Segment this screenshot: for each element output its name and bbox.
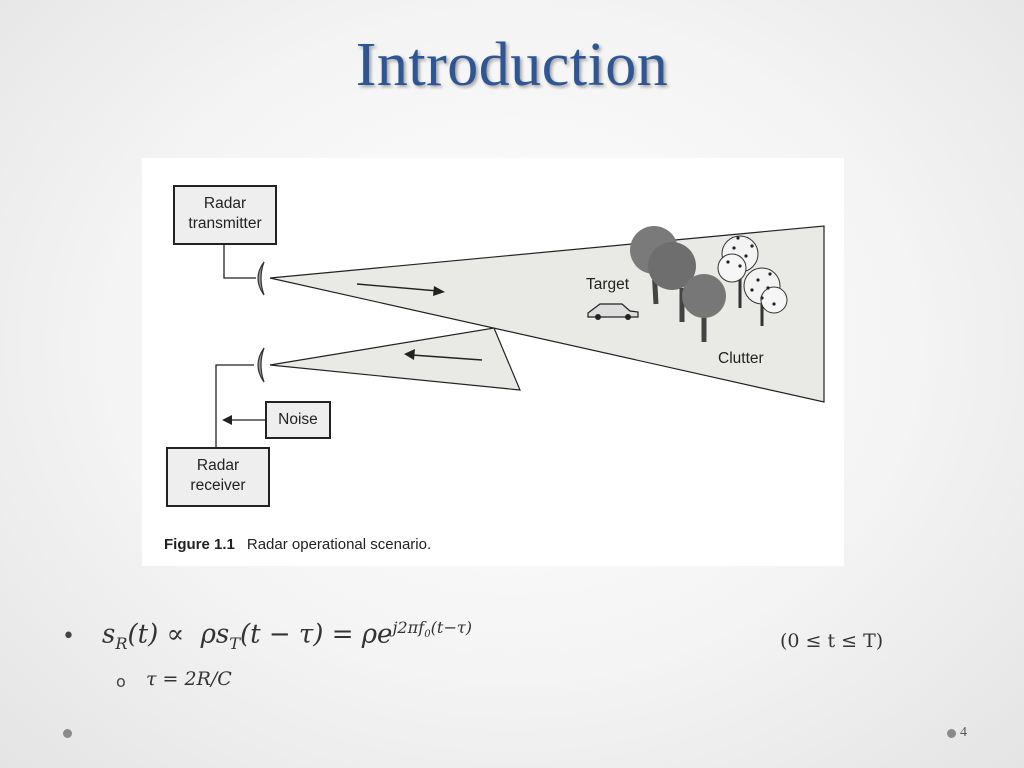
- radar-transmitter-box: [173, 185, 277, 245]
- noise-label: Noise: [278, 411, 318, 428]
- figure-caption: Figure 1.1 Radar operational scenario.: [164, 536, 431, 553]
- slide-title: Introduction: [355, 31, 669, 99]
- radar-receiver-box: [166, 447, 270, 507]
- radar-transmitter-label: Radar transmitter: [188, 195, 262, 232]
- incoming-arrow: [411, 354, 483, 361]
- receive-antenna: [257, 347, 265, 383]
- left-footer-dot: [63, 729, 72, 738]
- return-beam: [269, 327, 521, 391]
- sub-bullet-marker: o: [116, 672, 126, 691]
- figure-number: Figure 1.1: [164, 536, 235, 553]
- clutter-trees-light: [717, 235, 788, 326]
- signal-equation: sR(t) ∝ ρsT(t − τ) = ρej2πf0(t−τ): [102, 618, 473, 653]
- clutter-trees-dark: [630, 226, 726, 342]
- figure-caption-text: Radar operational scenario.: [246, 536, 432, 553]
- target-car: [587, 303, 639, 320]
- bullet-marker: •: [62, 624, 75, 649]
- right-footer-dot: [947, 729, 956, 738]
- radar-scenario-diagram: [166, 185, 825, 507]
- time-range: (0 ≤ t ≤ T): [780, 630, 884, 652]
- outgoing-arrow: [356, 283, 439, 292]
- transmit-antenna: [257, 261, 265, 296]
- clutter-label: Clutter: [718, 350, 764, 367]
- radar-receiver-label: Radar receiver: [190, 457, 246, 494]
- target-label: Target: [586, 276, 630, 293]
- page-number: 4: [960, 725, 967, 740]
- delay-equation: τ = 2R/C: [146, 668, 232, 690]
- radar-figure: Radar transmitter Noise Radar receiver T…: [142, 158, 844, 566]
